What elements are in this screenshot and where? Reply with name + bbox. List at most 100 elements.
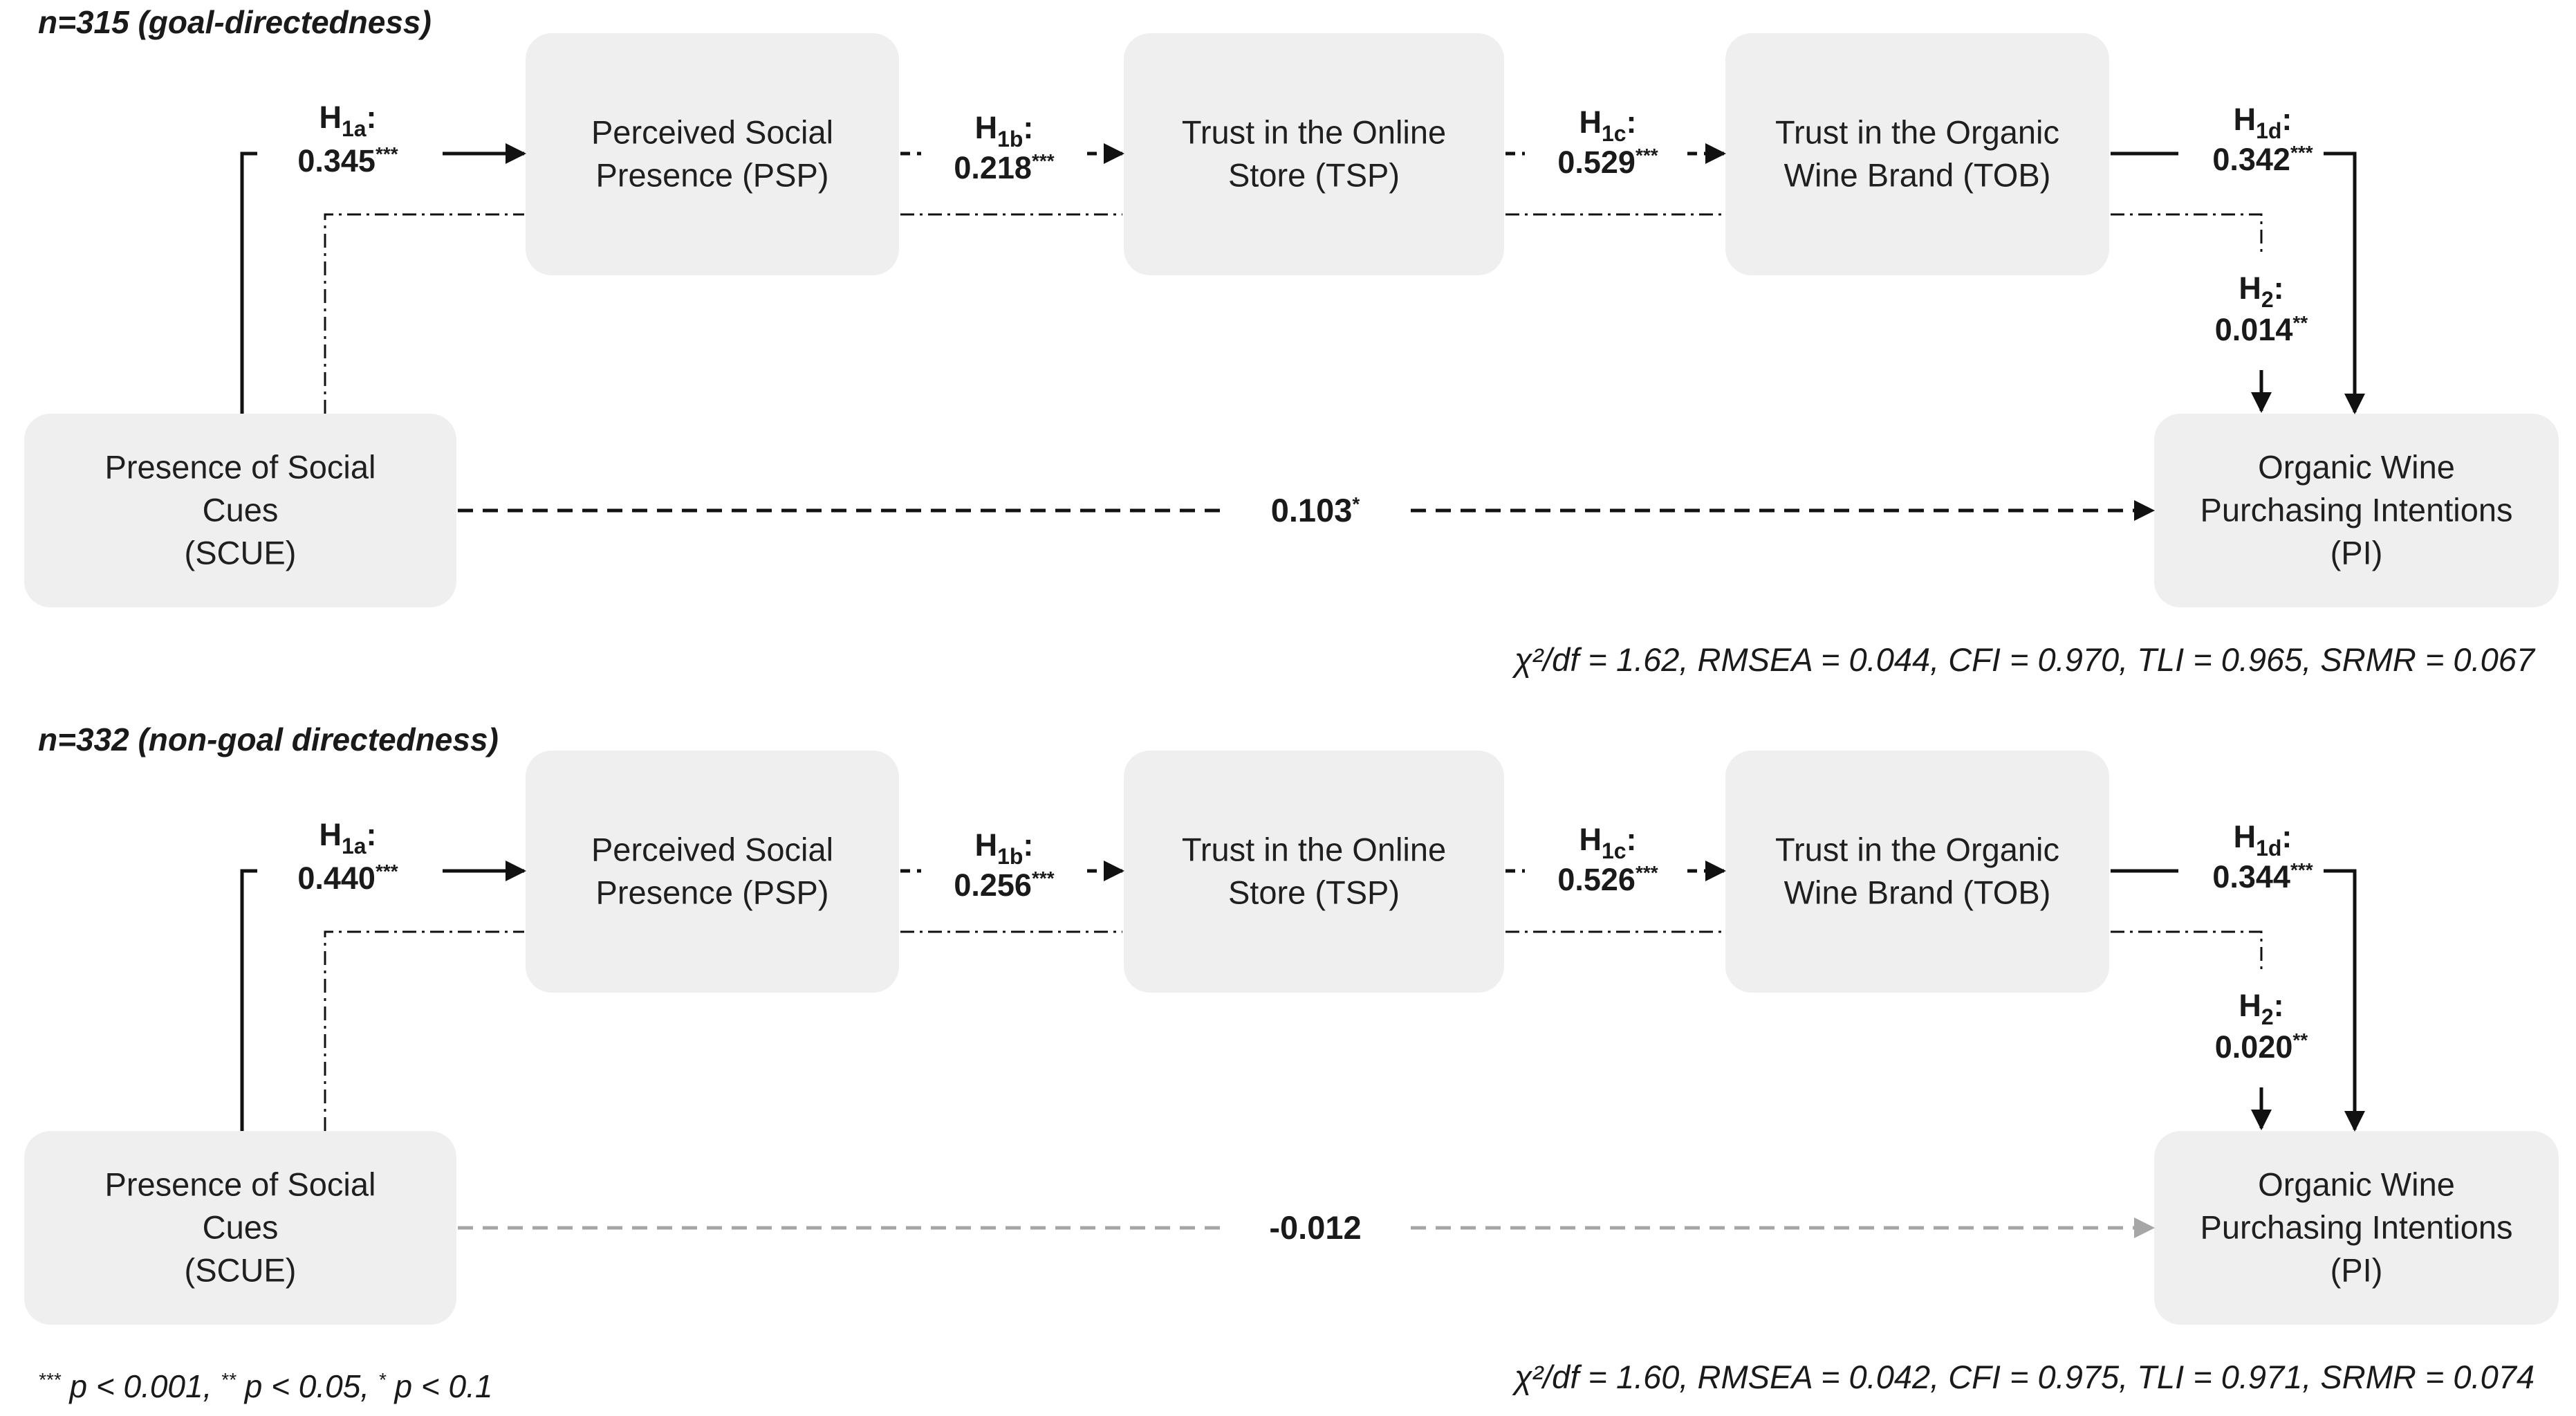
h1d-path-name: H1d: (2234, 819, 2292, 861)
h1b-h: H (975, 827, 998, 863)
pi-node-box (2154, 1131, 2559, 1325)
h1d-coefficient: 0.344*** (2212, 859, 2313, 894)
scue-label-line: (SCUE) (185, 1252, 297, 1289)
h1c-value: 0.526 (1557, 862, 1636, 897)
psp-label-line: Presence (PSP) (596, 874, 829, 911)
direct-effect-coefficient: 0.103* (1271, 492, 1360, 528)
h1b-subscript: 1b (997, 844, 1023, 869)
pi-label-line: (PI) (2331, 535, 2383, 571)
psp-node-box (526, 33, 899, 275)
panel-heading: n=332 (non-goal directedness) (38, 721, 499, 757)
pi-label-line: (PI) (2331, 1252, 2383, 1289)
h1c-value: 0.529 (1557, 145, 1636, 180)
tob-label-line: Trust in the Organic (1775, 114, 2059, 151)
h1d-h: H (2234, 102, 2257, 137)
h1d-significance: *** (2290, 142, 2313, 163)
tob-node-box (1725, 751, 2109, 993)
h1c-h: H (1579, 822, 1602, 857)
h1b-coefficient: 0.218*** (954, 150, 1054, 185)
direct-effect-value: 0.103 (1271, 492, 1353, 528)
h1d-h: H (2234, 819, 2257, 854)
scue-label-line: Cues (203, 1209, 279, 1246)
h1a-significance: *** (376, 861, 398, 882)
direct-effect-value: -0.012 (1269, 1209, 1361, 1246)
h1c-h: H (1579, 104, 1602, 140)
h1a-value: 0.345 (297, 143, 376, 178)
h1d-value: 0.342 (2212, 142, 2290, 177)
h2-significance: ** (2292, 312, 2308, 333)
h1b-significance: *** (1032, 150, 1055, 172)
h1c-significance: *** (1636, 862, 1658, 883)
h1b-path-name: H1b: (975, 110, 1034, 151)
h1c-subscript: 1c (1602, 121, 1627, 146)
panel-2: n=332 (non-goal directedness) Perceived S… (24, 721, 2559, 1395)
h1a-path-name: H1a: (319, 817, 376, 858)
h1c-coefficient: 0.526*** (1557, 862, 1658, 897)
h2-path-name: H2: (2239, 270, 2283, 312)
tsp-label-line: Trust in the Online (1182, 114, 1446, 151)
h1a-h: H (319, 100, 342, 135)
scue-label-line: (SCUE) (185, 535, 297, 571)
tob-label-line: Wine Brand (TOB) (1784, 874, 2051, 911)
footnote-sig3: *** (38, 1369, 62, 1390)
psp-label-line: Perceived Social (591, 831, 833, 868)
h1b-path-name: H1b: (975, 827, 1034, 869)
h1c-path-name: H1c: (1579, 822, 1636, 863)
tsp-label-line: Store (TSP) (1228, 157, 1400, 194)
model-fit-indices: χ²/df = 1.60, RMSEA = 0.042, CFI = 0.975… (1512, 1359, 2535, 1395)
h1b-colon: : (1023, 110, 1033, 145)
footnote-text1: p < 0.1 (386, 1368, 493, 1404)
h2-value: 0.014 (2215, 312, 2293, 347)
h2-h: H (2239, 270, 2261, 306)
tsp-node-box (1124, 33, 1504, 275)
panel-1: n=315 (goal-directedness)Perceived Socia… (24, 4, 2559, 678)
pi-label-line: Organic Wine (2258, 1166, 2455, 1203)
h1c-significance: *** (1636, 145, 1658, 166)
h1a-coefficient: 0.345*** (297, 143, 398, 178)
h1a-colon: : (367, 817, 377, 852)
tsp-label-line: Store (TSP) (1228, 874, 1400, 911)
h1a-coefficient: 0.440*** (297, 861, 398, 896)
h1c-coefficient: 0.529*** (1557, 145, 1658, 180)
h1b-value: 0.218 (954, 150, 1032, 185)
h2-route-tob (2111, 213, 2263, 257)
footnote-text2: p < 0.05, (236, 1368, 378, 1404)
significance-footnote: *** p < 0.001, ** p < 0.05, * p < 0.1 (38, 1368, 493, 1404)
h1a-connector (240, 869, 257, 1131)
h1a-subscript: 1a (342, 116, 367, 141)
h2-h: H (2239, 988, 2261, 1023)
h1a-connector (240, 151, 257, 414)
h2-subscript: 2 (2261, 1004, 2274, 1029)
pi-node-box (2154, 414, 2559, 607)
scue-node-box (24, 414, 456, 607)
tob-label-line: Wine Brand (TOB) (1784, 157, 2051, 194)
pi-label-line: Purchasing Intentions (2200, 492, 2512, 528)
h1d-significance: *** (2290, 859, 2313, 881)
psp-node-box (526, 751, 899, 993)
footnote-sig1: * (378, 1369, 387, 1390)
scue-node-box (24, 1131, 456, 1325)
h1d-colon: : (2281, 819, 2292, 854)
h1d-arrow (2324, 151, 2365, 414)
h1a-significance: *** (376, 143, 398, 165)
tob-node-box (1725, 33, 2109, 275)
h2-significance: ** (2292, 1029, 2308, 1051)
h1d-value: 0.344 (2212, 859, 2290, 894)
h1d-arrow (2324, 869, 2365, 1132)
h1a-path-name: H1a: (319, 100, 376, 141)
h2-coefficient: 0.020** (2215, 1029, 2308, 1065)
h1b-significance: *** (1032, 867, 1055, 889)
direct-effect-coefficient: -0.012 (1269, 1209, 1361, 1246)
h2-subscript: 2 (2261, 287, 2274, 312)
scue-label-line: Presence of Social (105, 449, 376, 486)
